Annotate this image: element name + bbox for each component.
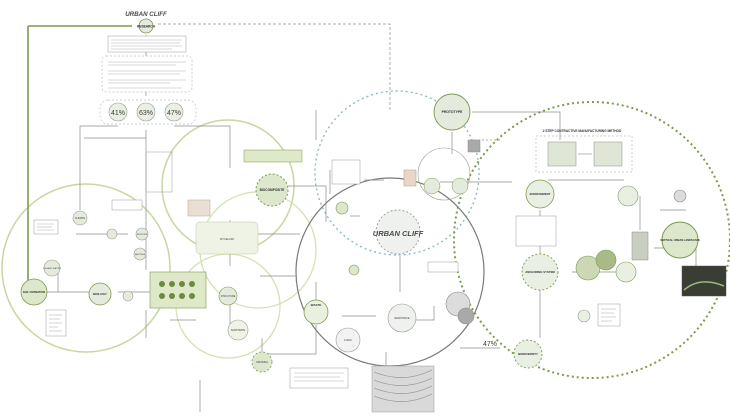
left-text-block-3 bbox=[111, 199, 143, 211]
percent-group bbox=[99, 99, 197, 125]
percent-node-1[interactable] bbox=[108, 102, 128, 122]
fungi-label: FUNGI bbox=[344, 339, 352, 342]
circle-prototype bbox=[314, 90, 480, 256]
left-nodes: SOIL FORMATION BIOLOGY CLIMATE ORGANIC M… bbox=[20, 151, 173, 337]
mycelium-label: MYCELIUM bbox=[220, 237, 234, 241]
environment-label: ENVIRONMENT bbox=[530, 192, 551, 196]
circle-soil bbox=[1, 183, 171, 353]
center-text-block bbox=[331, 159, 361, 185]
sample-dots bbox=[159, 281, 195, 299]
substrate-label: SUBSTRATE bbox=[231, 329, 246, 332]
cluster-node-3[interactable] bbox=[615, 261, 637, 283]
moisture-node[interactable] bbox=[135, 227, 149, 241]
research-section: URBAN CLIFF RESEARCH 41% 63% 47% bbox=[99, 11, 197, 125]
prototype-photo bbox=[403, 169, 417, 187]
biology-label: BIOLOGY bbox=[93, 292, 107, 296]
circle-vertical bbox=[453, 101, 730, 379]
prototype-sample bbox=[467, 139, 481, 153]
prototype-detail-circle bbox=[417, 147, 471, 201]
organic-label: ORGANIC MATTER bbox=[43, 267, 62, 270]
small-node-8[interactable] bbox=[673, 189, 687, 203]
percent-node-3[interactable] bbox=[164, 102, 184, 122]
small-node-6[interactable] bbox=[451, 177, 469, 195]
resistance-label: RESISTANCE bbox=[394, 317, 410, 320]
growing-label: GROWING bbox=[256, 361, 268, 364]
center-text-block-2 bbox=[427, 261, 459, 273]
manufacturing-frame bbox=[535, 135, 633, 173]
mycelium-panel bbox=[195, 221, 259, 255]
waste-node[interactable] bbox=[303, 299, 329, 325]
small-node-7[interactable] bbox=[617, 185, 639, 207]
small-node-3[interactable] bbox=[348, 264, 360, 276]
growing-node[interactable] bbox=[251, 351, 273, 373]
diagram-title: URBAN CLIFF bbox=[125, 11, 167, 18]
soil-formation-node[interactable] bbox=[20, 278, 48, 306]
bacteria-node[interactable] bbox=[133, 247, 147, 261]
small-node-9[interactable] bbox=[577, 309, 591, 323]
right-text-block bbox=[597, 303, 621, 327]
percent-node-3-label: 47% bbox=[167, 110, 181, 117]
prototype-cluster: PROTOTYPE bbox=[403, 93, 481, 201]
urban-cliff-node[interactable] bbox=[375, 209, 421, 255]
organic-node[interactable] bbox=[43, 259, 61, 277]
vertical-landscape-node[interactable] bbox=[661, 221, 699, 259]
bacteria-label: BACTERIA bbox=[135, 253, 146, 256]
manufacturing-title: 2 STEP CONTRACTIVE MANUFACTURING METHOD bbox=[543, 129, 622, 133]
research-text-1 bbox=[107, 35, 187, 53]
substrate-node[interactable] bbox=[227, 319, 249, 341]
biology-node[interactable] bbox=[88, 282, 112, 306]
resin-node-small[interactable] bbox=[457, 307, 475, 325]
small-node-4[interactable] bbox=[335, 201, 349, 215]
center-title: URBAN CLIFF bbox=[373, 229, 424, 238]
right-nodes: ANCHORING SYSTEM VERTICAL URBAN LANDSCAP… bbox=[483, 221, 727, 369]
soil-formation-label: SOIL FORMATION bbox=[23, 290, 45, 294]
research-node[interactable] bbox=[138, 18, 154, 34]
biodiversity-label: BIODIVERSITY bbox=[518, 352, 538, 356]
prototype-node[interactable] bbox=[433, 93, 471, 131]
cluster-node-2[interactable] bbox=[595, 249, 617, 271]
left-text-column bbox=[145, 151, 173, 193]
biodiversity-node[interactable] bbox=[513, 339, 543, 369]
manufacturing-block: 2 STEP CONTRACTIVE MANUFACTURING METHOD … bbox=[515, 129, 687, 247]
backdrop-circles bbox=[1, 90, 730, 379]
climate-node[interactable] bbox=[72, 210, 88, 226]
resistance-node[interactable] bbox=[387, 303, 417, 333]
waste-label: WASTE bbox=[311, 303, 322, 307]
small-node-5[interactable] bbox=[423, 177, 441, 195]
anchoring-node[interactable] bbox=[521, 253, 559, 291]
anchoring-label: ANCHORING SYSTEM bbox=[525, 270, 555, 274]
climate-label: CLIMATE bbox=[75, 217, 86, 220]
step-two bbox=[593, 141, 623, 167]
sample-panel bbox=[149, 271, 207, 309]
vertical-landscape-label: VERTICAL URBAN LANDSCAPE bbox=[660, 238, 700, 242]
prototype-label: PROTOTYPE bbox=[442, 110, 464, 114]
percent-node-2-label: 63% bbox=[139, 110, 153, 117]
landscape-photo bbox=[681, 265, 727, 297]
biocomposite-label: BIOCOMPOSITE bbox=[260, 188, 285, 192]
biocomposite-cluster: BIOCOMPOSITE STRUCTURE MYCELIUM SUBSTRAT… bbox=[149, 149, 349, 389]
structure-label: STRUCTURE bbox=[221, 295, 236, 298]
biocomposite-node[interactable] bbox=[255, 173, 289, 207]
step-one bbox=[547, 141, 577, 167]
biocomposite-note bbox=[243, 149, 303, 163]
material-swatch bbox=[187, 199, 211, 217]
side-percent: 47% bbox=[483, 341, 497, 348]
fungi-node[interactable] bbox=[335, 327, 361, 353]
connectors bbox=[27, 23, 697, 412]
small-node-2[interactable] bbox=[122, 290, 134, 302]
moisture-label: MOISTURE bbox=[137, 234, 148, 236]
percent-node-1-label: 41% bbox=[111, 110, 125, 117]
env-text bbox=[515, 215, 557, 247]
center-cluster: URBAN CLIFF WASTE FUNGI RESISTANCE bbox=[303, 159, 475, 413]
structure-node[interactable] bbox=[218, 286, 238, 306]
small-node-1[interactable] bbox=[106, 228, 118, 240]
research-label: RESEARCH bbox=[137, 25, 156, 29]
environment-node[interactable] bbox=[525, 179, 555, 209]
percent-node-2[interactable] bbox=[136, 102, 156, 122]
vertical-image bbox=[631, 231, 649, 261]
growing-text bbox=[289, 367, 349, 389]
